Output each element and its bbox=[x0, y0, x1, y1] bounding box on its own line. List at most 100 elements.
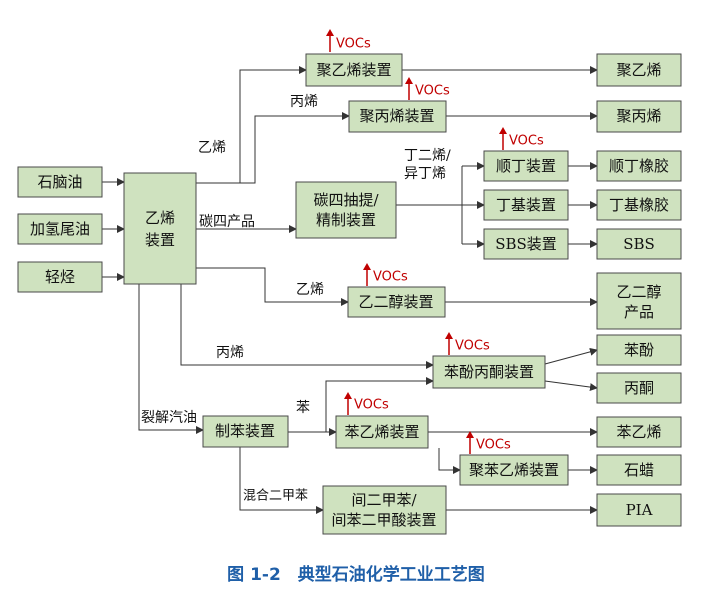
phenol-unit-label: 苯酚丙酮装置 bbox=[444, 363, 534, 381]
product-phenol-label: 苯酚 bbox=[624, 341, 654, 359]
feed-naphtha-box: 石脑油 bbox=[17, 166, 103, 198]
ps-unit-label: 聚苯乙烯装置 bbox=[469, 461, 559, 479]
pia-unit-label-line1: 间二甲苯/ bbox=[351, 491, 417, 509]
figure-caption: 图 1-2 典型石油化学工业工艺图 bbox=[227, 565, 485, 585]
voc-label: VOCs bbox=[476, 438, 511, 453]
butyl-unit-box: 丁基装置 bbox=[483, 189, 569, 221]
voc-label: VOCs bbox=[354, 398, 389, 413]
voc-arrowhead-icon bbox=[344, 392, 352, 399]
flow-propylene-pp bbox=[240, 112, 350, 184]
flow-mixed-xylene bbox=[239, 447, 324, 514]
flow-benzene-phenol bbox=[325, 377, 434, 432]
voc-emission-pp: VOCs bbox=[405, 77, 450, 100]
voc-label: VOCs bbox=[455, 339, 490, 354]
product-pp-box: 聚丙烯 bbox=[596, 100, 682, 133]
flow-phenol-product bbox=[544, 347, 598, 365]
bd-rubber-unit-label: 顺丁装置 bbox=[496, 157, 556, 175]
product-acetone-box: 丙酮 bbox=[596, 372, 682, 404]
voc-emission-pe: VOCs bbox=[326, 29, 371, 52]
label-mixed-xylene: 混合二甲苯 bbox=[243, 489, 308, 504]
phenol-unit-box: 苯酚丙酮装置 bbox=[432, 355, 546, 389]
pe-unit-box: 聚乙烯装置 bbox=[305, 53, 403, 87]
product-eg-box: 乙二醇 产品 bbox=[596, 272, 682, 330]
feed-naphtha-label: 石脑油 bbox=[37, 173, 82, 191]
c4-unit-label-line2: 精制装置 bbox=[316, 211, 376, 229]
butyl-unit-label: 丁基装置 bbox=[496, 196, 556, 214]
benzene-unit-box: 制苯装置 bbox=[202, 415, 289, 448]
bd-rubber-unit-box: 顺丁装置 bbox=[483, 150, 569, 182]
product-eg-label-line1: 乙二醇 bbox=[616, 283, 661, 301]
flow-acetone-product bbox=[544, 380, 598, 392]
label-cracked-gasoline: 裂解汽油 bbox=[141, 410, 197, 426]
connectors bbox=[102, 66, 598, 514]
voc-emission-styrene: VOCs bbox=[344, 392, 389, 415]
product-pp-label: 聚丙烯 bbox=[616, 107, 661, 125]
sbs-unit-label: SBS装置 bbox=[495, 235, 557, 253]
voc-arrowhead-icon bbox=[326, 29, 334, 36]
c4-unit-box: 碳四抽提/ 精制装置 bbox=[295, 181, 397, 239]
label-butadiene-line2: 异丁烯 bbox=[404, 166, 446, 182]
flow-cracked-gasoline bbox=[138, 284, 204, 434]
product-styrene-label: 苯乙烯 bbox=[616, 423, 661, 441]
label-propylene-to-pp: 丙烯 bbox=[290, 94, 318, 110]
pp-unit-box: 聚丙烯装置 bbox=[348, 100, 447, 133]
styrene-unit-box: 苯乙烯装置 bbox=[335, 415, 429, 449]
product-wax-label: 石蜡 bbox=[624, 461, 654, 479]
pia-unit-label-line2: 间苯二甲酸装置 bbox=[331, 511, 436, 529]
product-bd-rubber-box: 顺丁橡胶 bbox=[596, 150, 682, 182]
product-phenol-box: 苯酚 bbox=[596, 334, 682, 366]
ps-unit-box: 聚苯乙烯装置 bbox=[459, 454, 569, 486]
voc-label: VOCs bbox=[509, 134, 544, 149]
voc-arrowhead-icon bbox=[466, 431, 474, 438]
label-butadiene-line1: 丁二烯/ bbox=[404, 148, 451, 164]
eg-unit-box: 乙二醇装置 bbox=[347, 286, 446, 318]
product-bd-rubber-label: 顺丁橡胶 bbox=[609, 157, 669, 175]
voc-arrowhead-icon bbox=[445, 332, 453, 339]
feed-hydro-tail-oil-box: 加氢尾油 bbox=[17, 213, 103, 245]
voc-arrowhead-icon bbox=[405, 77, 413, 84]
ethylene-unit-box: 乙烯 装置 bbox=[123, 172, 197, 285]
product-styrene-box: 苯乙烯 bbox=[596, 416, 682, 448]
voc-arrowhead-icon bbox=[499, 127, 507, 134]
pp-unit-label: 聚丙烯装置 bbox=[359, 107, 434, 125]
label-c4-products: 碳四产品 bbox=[199, 214, 255, 230]
eg-unit-label: 乙二醇装置 bbox=[358, 293, 433, 311]
benzene-unit-label: 制苯装置 bbox=[215, 422, 275, 440]
voc-emission-bd-rubber: VOCs bbox=[499, 127, 544, 150]
product-acetone-label: 丙酮 bbox=[624, 379, 654, 397]
label-propylene-to-phenol: 丙烯 bbox=[216, 345, 244, 361]
c4-unit-label-line1: 碳四抽提/ bbox=[313, 191, 379, 209]
voc-emission-phenol: VOCs bbox=[445, 332, 490, 355]
voc-emission-ps: VOCs bbox=[466, 431, 511, 454]
label-benzene: 苯 bbox=[296, 399, 310, 416]
pia-unit-box: 间二甲苯/ 间苯二甲酸装置 bbox=[322, 485, 447, 535]
styrene-unit-label: 苯乙烯装置 bbox=[344, 423, 419, 441]
voc-label: VOCs bbox=[336, 37, 371, 52]
label-ethylene-to-pe: 乙烯 bbox=[198, 140, 226, 156]
ethylene-unit-label-line2: 装置 bbox=[145, 231, 175, 249]
voc-arrowhead-icon bbox=[363, 263, 371, 270]
product-butyl-label: 丁基橡胶 bbox=[609, 196, 669, 214]
product-butyl-box: 丁基橡胶 bbox=[596, 189, 682, 221]
label-ethylene-to-eg: 乙烯 bbox=[296, 282, 324, 298]
product-pe-label: 聚乙烯 bbox=[616, 61, 661, 79]
feed-light-hydrocarbon-box: 轻烃 bbox=[17, 261, 103, 293]
pe-unit-label: 聚乙烯装置 bbox=[316, 61, 391, 79]
product-wax-box: 石蜡 bbox=[596, 454, 682, 486]
flow-styrene-ps bbox=[438, 448, 461, 474]
voc-emission-eg: VOCs bbox=[363, 263, 408, 286]
ethylene-unit-label-line1: 乙烯 bbox=[145, 209, 175, 227]
voc-label: VOCs bbox=[373, 270, 408, 285]
flow-ethylene-eg bbox=[196, 267, 349, 306]
feed-light-hydrocarbon-label: 轻烃 bbox=[45, 268, 75, 286]
flow-ethylene-pe bbox=[196, 66, 307, 184]
product-eg-label-line2: 产品 bbox=[624, 303, 654, 321]
product-sbs-label: SBS bbox=[623, 235, 655, 253]
sbs-unit-box: SBS装置 bbox=[483, 228, 569, 260]
product-pe-box: 聚乙烯 bbox=[596, 53, 682, 87]
flow-propylene-phenol bbox=[180, 284, 434, 369]
product-pia-box: PIA bbox=[596, 493, 682, 527]
product-sbs-box: SBS bbox=[596, 228, 682, 260]
feed-hydro-tail-oil-label: 加氢尾油 bbox=[30, 220, 90, 238]
